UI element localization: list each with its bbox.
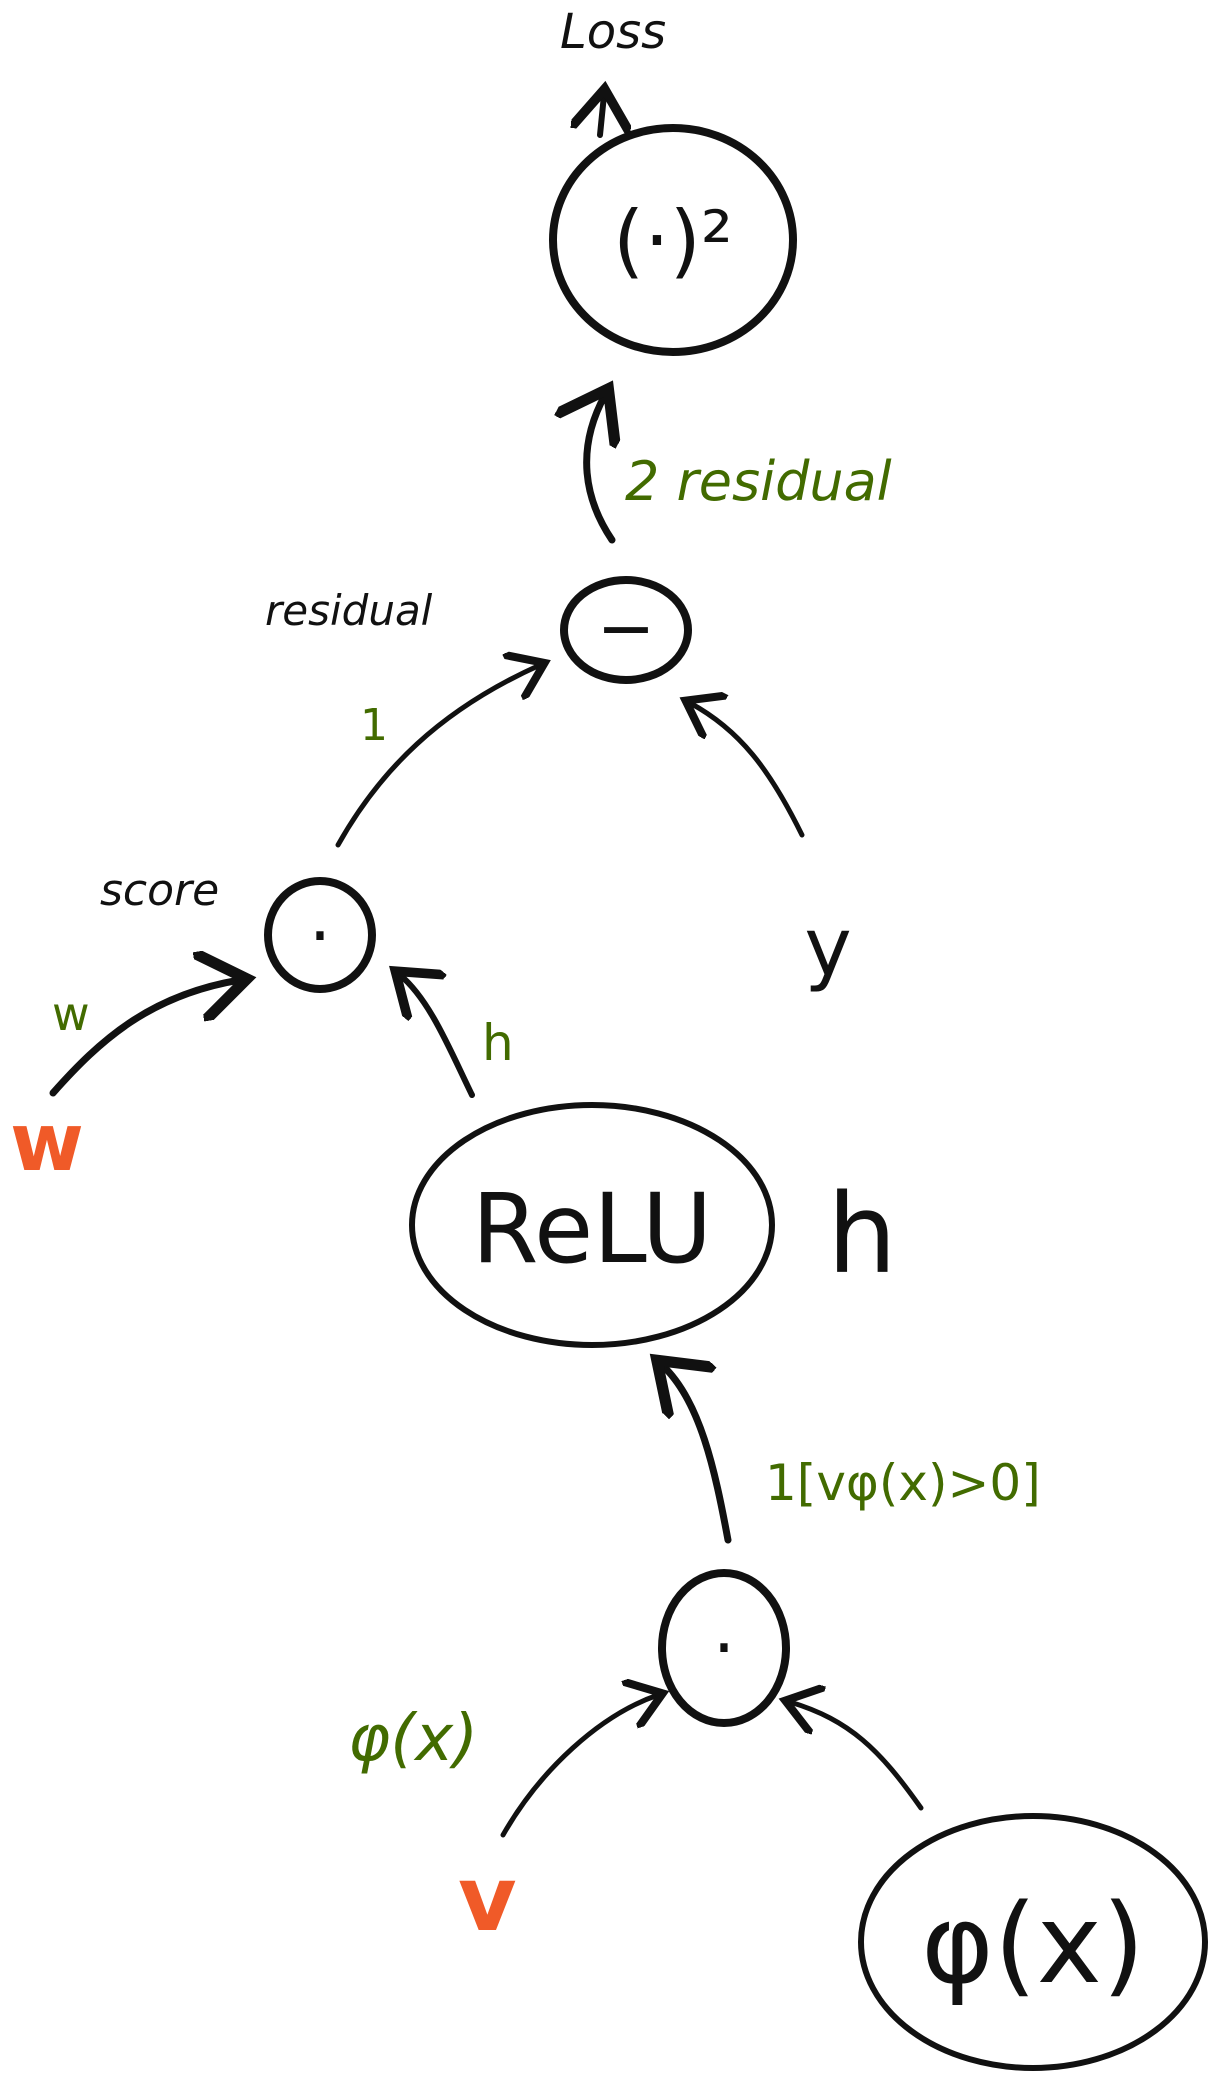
dot-node <box>658 1569 790 1727</box>
arrow-v-to-dot <box>500 1695 658 1838</box>
relu-node-label: ReLU <box>472 1173 712 1285</box>
arrow-score-to-minus <box>335 665 540 848</box>
h-label: h <box>827 1170 897 1298</box>
grad-h: w <box>52 987 90 1041</box>
grad-relu: 1[vφ(x)>0] <box>765 1454 1041 1512</box>
square-node-label: (·)² <box>613 194 733 287</box>
y-label: y <box>804 901 851 994</box>
arrow-dot-to-relu <box>662 1365 732 1544</box>
phi-node-label: φ(x) <box>921 1880 1145 2008</box>
arrow-minus-to-square <box>587 395 612 544</box>
score-node-label: · <box>309 895 331 977</box>
relu-node <box>409 1102 775 1348</box>
param-v: v <box>458 1847 517 1952</box>
phi-node <box>858 1813 1208 2071</box>
grad-2-residual: 2 residual <box>625 450 892 513</box>
residual-label: residual <box>265 586 433 635</box>
param-w: w <box>10 1096 84 1189</box>
grad-phi: φ(x) <box>348 1702 478 1776</box>
score-label: score <box>100 865 219 916</box>
minus-node <box>560 576 692 684</box>
loss-label: Loss <box>560 4 666 60</box>
arrow-to-loss <box>600 95 604 138</box>
square-node <box>549 124 797 356</box>
minus-node-label: − <box>597 587 656 669</box>
arrow-relu-to-score <box>400 975 475 1098</box>
grad-w: h <box>482 1014 514 1072</box>
arrow-w-to-score <box>49 980 240 1097</box>
arrow-phi-to-dot <box>790 1702 924 1811</box>
score-node <box>264 877 376 993</box>
arrow-y-to-minus <box>690 703 805 838</box>
dot-node-label: · <box>713 1607 735 1689</box>
grad-1: 1 <box>360 700 388 751</box>
